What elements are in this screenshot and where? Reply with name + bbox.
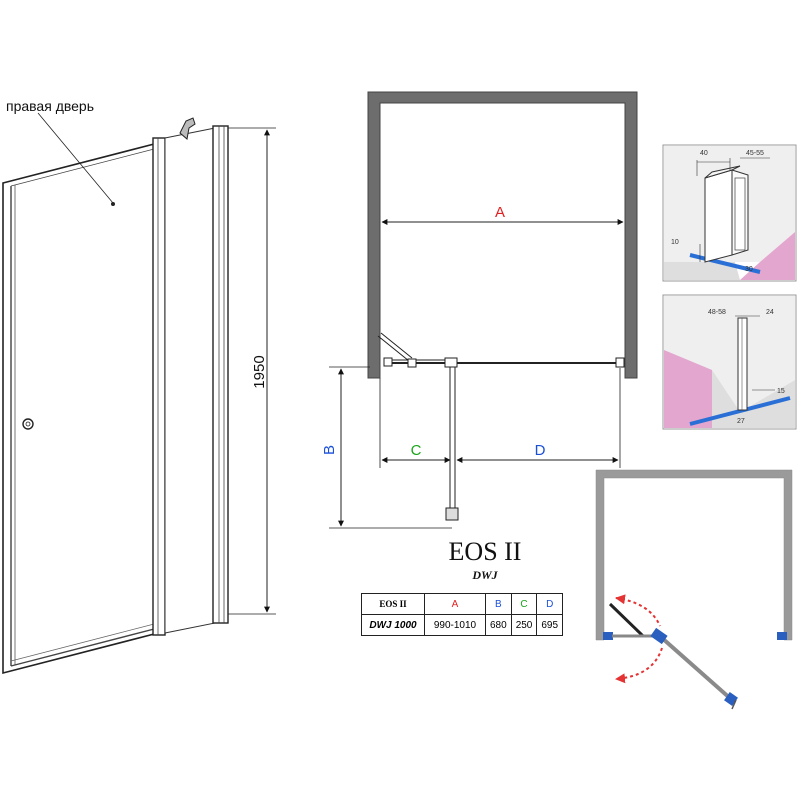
dimension-b (329, 366, 452, 529)
table-header-a: A (424, 593, 486, 615)
door-perspective (2, 112, 229, 675)
detail-wall-profile (662, 144, 797, 282)
table-cell-model: DWJ 1000 (361, 614, 425, 636)
detail-bottom-dim-4: 27 (737, 418, 745, 425)
detail-bottom-dim-1: 48-58 (708, 309, 726, 316)
detail-top-dim-3: 10 (671, 239, 679, 246)
detail-seal-profile (662, 294, 797, 430)
dimension-d-label: D (535, 442, 546, 459)
door-label: правая дверь (6, 98, 94, 114)
table-row: DWJ 1000 990-1010 680 250 695 (361, 614, 564, 636)
detail-top-dim-4: 30 (745, 266, 753, 273)
height-dimension-label: 1950 (251, 355, 268, 388)
dimension-c-label: C (411, 442, 422, 459)
opening-scheme (595, 469, 793, 710)
table-header-b: B (485, 593, 512, 615)
table-header-c: C (510, 593, 538, 615)
plan-view (367, 91, 638, 521)
table-header-model: EOS II (361, 593, 425, 615)
detail-bottom-dim-3: 15 (777, 388, 785, 395)
detail-top-dim-2: 45-55 (746, 150, 764, 157)
detail-top-dim-1: 40 (700, 150, 708, 157)
dimension-b-label: B (321, 445, 338, 455)
table-cell-a: 990-1010 (424, 614, 486, 636)
table-header-d: D (536, 593, 564, 615)
model-title: EOS II (448, 537, 522, 566)
detail-bottom-dim-2: 24 (766, 309, 774, 316)
table-cell-d: 695 (536, 614, 564, 636)
table-cell-b: 680 (485, 614, 512, 636)
dimension-cd (379, 368, 621, 468)
table-header-row: EOS II A B C D (361, 593, 564, 615)
model-subtitle: DWJ (472, 568, 498, 582)
dimension-a-label: A (495, 204, 505, 221)
table-cell-c: 250 (510, 614, 538, 636)
spec-table: EOS II A B C D DWJ 1000 990-1010 680 250… (361, 593, 564, 636)
height-dimension (228, 127, 276, 615)
